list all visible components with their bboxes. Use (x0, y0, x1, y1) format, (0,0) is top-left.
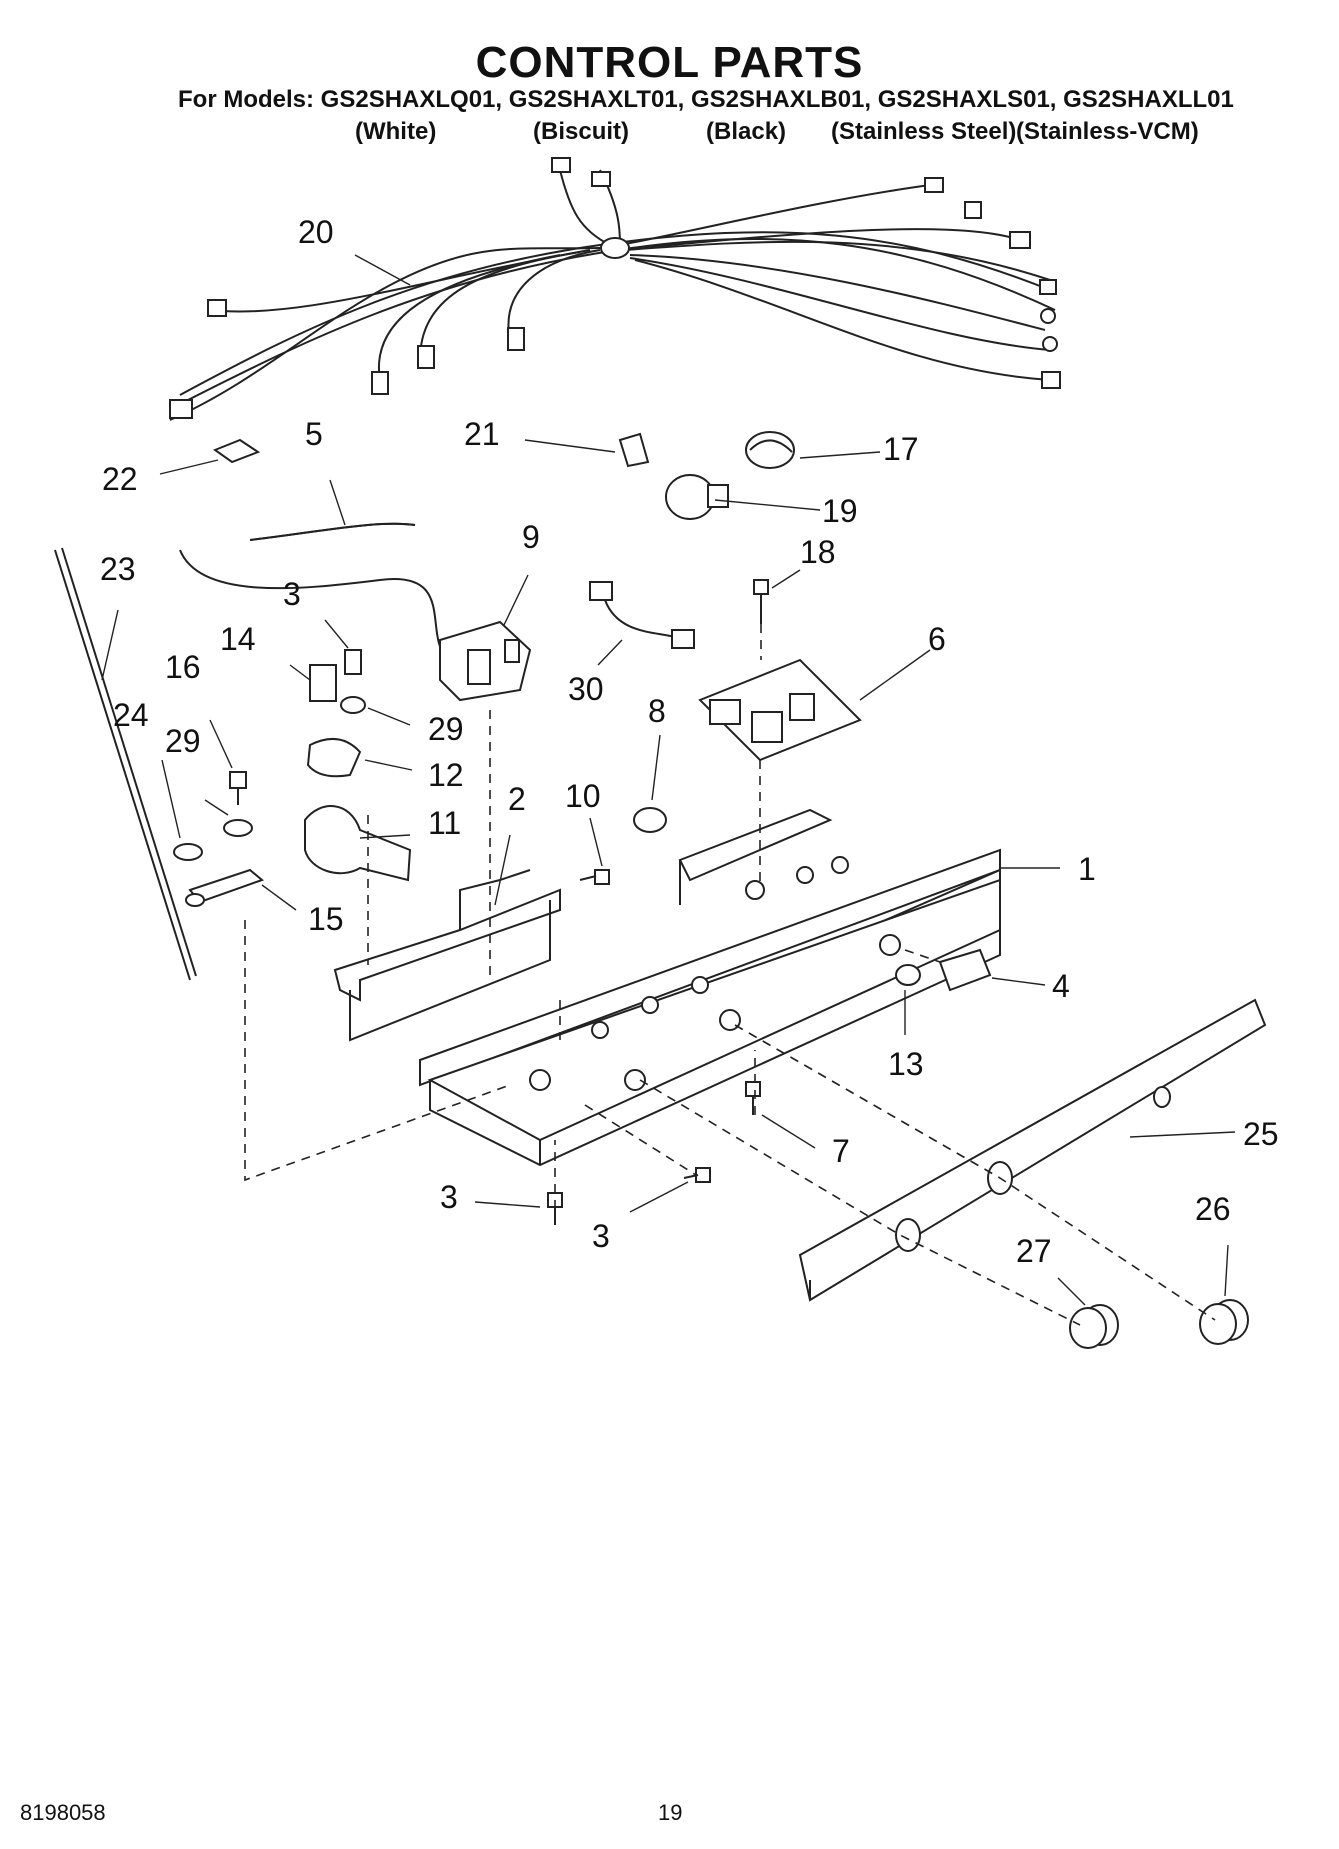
callout-27: 27 (1016, 1233, 1052, 1269)
callout-7: 7 (832, 1133, 850, 1169)
callout-17: 17 (883, 431, 919, 467)
switch-4 (938, 948, 992, 992)
callout-20: 20 (298, 214, 334, 250)
wire-harness (169, 157, 1061, 421)
callout-labels: 20 5 21 17 19 22 23 9 18 3 14 16 29 6 30… (100, 214, 1279, 1269)
cover-bracket-2 (333, 869, 561, 1042)
grommet-8 (633, 807, 667, 833)
page-number: 19 (658, 1800, 683, 1825)
callout-1: 1 (1078, 851, 1096, 887)
assembly-dashed-lines (244, 624, 1216, 1326)
callout-9: 9 (522, 519, 540, 555)
screw-7 (745, 1081, 761, 1115)
callout-6: 6 (928, 621, 946, 657)
light-bulb (665, 474, 729, 520)
control-board-6 (698, 658, 862, 762)
callout-29-right: 29 (428, 711, 464, 747)
knob-26 (1199, 1299, 1249, 1345)
screws-3-lower (547, 1167, 711, 1225)
callout-3-left: 3 (440, 1179, 458, 1215)
callout-4: 4 (1052, 968, 1070, 1004)
callout-10: 10 (565, 778, 601, 814)
model-list: For Models: GS2SHAXLQ01, GS2SHAXLT01, GS… (178, 86, 1234, 113)
lamp-socket (745, 431, 795, 469)
callout-14: 14 (220, 621, 256, 657)
rod-23 (54, 547, 197, 981)
page-title: CONTROL PARTS (475, 38, 864, 87)
callout-5: 5 (305, 416, 323, 452)
color-stainless-steel: (Stainless Steel) (831, 118, 1017, 145)
harness-30 (589, 581, 695, 649)
callout-23: 23 (100, 551, 136, 587)
callout-arrows (101, 254, 1236, 1306)
thermostat-bracket-14-12-11 (304, 649, 412, 882)
callout-18: 18 (800, 534, 836, 570)
callout-15: 15 (308, 901, 344, 937)
capillary-wire (179, 549, 451, 661)
color-white: (White) (355, 118, 437, 145)
thermostat-tube (249, 522, 416, 541)
callout-22: 22 (102, 461, 138, 497)
callout-24: 24 (113, 697, 149, 733)
clip-21 (618, 432, 650, 468)
damper-link-15 (185, 868, 264, 907)
screw-10 (579, 869, 610, 885)
callout-3-right: 3 (592, 1218, 610, 1254)
damper-control-9 (439, 620, 532, 702)
button-13 (895, 964, 921, 986)
callout-8: 8 (648, 693, 666, 729)
callout-21: 21 (464, 416, 500, 452)
knob-27 (1069, 1304, 1119, 1349)
document-number: 8198058 (20, 1800, 106, 1825)
callout-3-upper: 3 (283, 576, 301, 612)
callout-11: 11 (428, 805, 461, 841)
control-housing (419, 808, 1001, 1167)
callout-2: 2 (508, 781, 526, 817)
callout-16: 16 (165, 649, 201, 685)
callout-13: 13 (888, 1046, 924, 1082)
callout-19: 19 (822, 493, 858, 529)
control-panel-25 (798, 998, 1267, 1302)
color-biscuit: (Biscuit) (533, 118, 629, 145)
color-black: (Black) (706, 118, 787, 145)
screw-16-washer-24-29 (173, 771, 253, 861)
callout-29-left: 29 (165, 723, 201, 759)
callout-26: 26 (1195, 1191, 1231, 1227)
screw-18 (753, 579, 769, 624)
callout-12: 12 (428, 757, 464, 793)
clip-22 (212, 438, 261, 464)
callout-30: 30 (568, 671, 604, 707)
callout-25: 25 (1243, 1116, 1279, 1152)
color-stainless-vcm: (Stainless-VCM) (1016, 118, 1199, 145)
